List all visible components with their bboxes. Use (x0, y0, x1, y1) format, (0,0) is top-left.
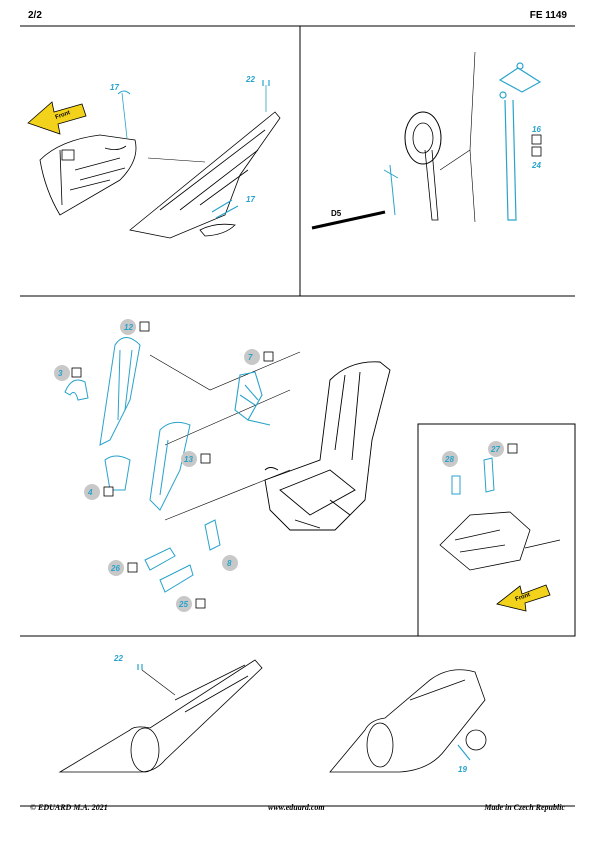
origin: Made in Czech Republic (484, 803, 565, 812)
cockpit-section (439, 511, 561, 571)
part-25 (159, 564, 194, 593)
callout-27: 27 (488, 441, 518, 457)
part-19 (457, 744, 471, 761)
svg-text:4: 4 (87, 488, 93, 497)
gear-strut (424, 149, 439, 221)
svg-text:25: 25 (178, 600, 188, 609)
fin-section (129, 111, 281, 239)
svg-text:12: 12 (124, 323, 133, 332)
page-number: 2/2 (28, 10, 42, 21)
svg-text:8: 8 (227, 559, 232, 568)
callout-25: 25 (176, 596, 206, 612)
part-number-24: 24 (531, 161, 541, 170)
paint-icon (531, 146, 542, 157)
panel-nose: 22 19 (58, 654, 487, 774)
nose-right (329, 669, 486, 773)
callout-8: 8 (222, 555, 238, 571)
frame-lines (20, 25, 576, 807)
panel-cockpit-detail: 28 27 Front (439, 441, 561, 612)
svg-text:13: 13 (184, 455, 193, 464)
callout-3: 3 (54, 365, 82, 381)
part-8 (204, 519, 221, 551)
part-gear-photoetch (498, 62, 542, 221)
front-label-2: Front (515, 592, 531, 603)
callout-7: 7 (244, 349, 274, 365)
website: www.eduard.com (268, 803, 325, 812)
part-22 (262, 80, 270, 86)
panel-fuselage-fin: Front 17 22 17 (27, 75, 281, 239)
part-number-16: 16 (532, 125, 541, 134)
svg-text:28: 28 (444, 455, 454, 464)
part-3 (64, 379, 89, 401)
svg-text:7: 7 (248, 353, 253, 362)
svg-text:3: 3 (58, 369, 63, 378)
front-label: Front (55, 110, 71, 121)
callout-26: 26 (108, 560, 138, 576)
part-4 (104, 455, 131, 491)
part-number-22b: 22 (113, 654, 123, 663)
callout-28: 28 (442, 451, 458, 467)
part-number-17b: 17 (246, 195, 255, 204)
part-number-19: 19 (458, 765, 467, 774)
part-7 (234, 371, 271, 426)
part-17a (117, 90, 131, 95)
callout-4: 4 (84, 484, 114, 500)
part-number-17a: 17 (110, 83, 119, 92)
front-arrow-2: Front (496, 584, 551, 612)
svg-text:26: 26 (110, 564, 120, 573)
product-code: FE 1149 (529, 10, 567, 21)
part-26 (144, 547, 176, 571)
part-label-d5: D5 (331, 209, 342, 218)
panel-ejection-seat: 12 3 7 13 4 (54, 319, 391, 612)
nose-left (58, 659, 263, 773)
glue-icon (531, 134, 542, 145)
part-17b (211, 199, 239, 219)
svg-text:27: 27 (490, 445, 500, 454)
fuselage-section (39, 134, 137, 216)
leader-17a (121, 92, 128, 139)
part-number-22: 22 (245, 75, 255, 84)
panel-landing-gear: D5 16 24 (311, 51, 542, 230)
part-13 (149, 421, 191, 511)
part-27 (483, 457, 495, 493)
front-arrow: Front (27, 101, 87, 135)
part-28 (451, 475, 461, 495)
callout-12: 12 (120, 319, 150, 335)
callout-13: 13 (181, 451, 211, 467)
seat-body (264, 361, 391, 531)
part-12 (99, 337, 141, 446)
copyright: © EDUARD M.A. 2021 (30, 803, 108, 812)
gear-rod-d5 (311, 210, 386, 230)
